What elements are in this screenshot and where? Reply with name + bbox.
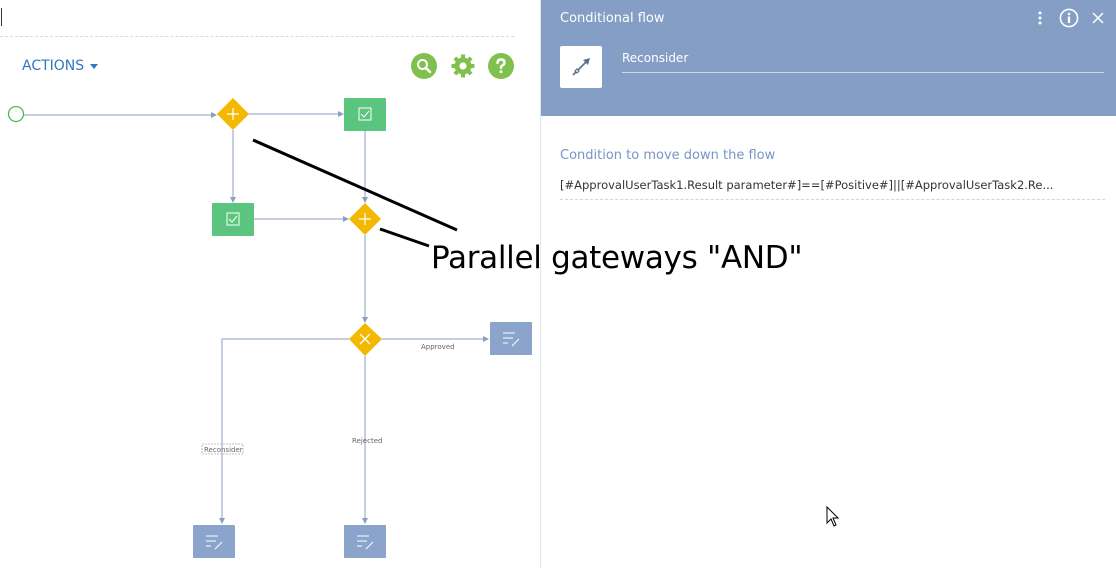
chevron-down-icon xyxy=(90,64,99,69)
annotation-text: Parallel gateways "AND" xyxy=(431,240,803,276)
flow-label-rejected: Rejected xyxy=(352,437,382,445)
process-designer-canvas[interactable]: ACTIONS xyxy=(0,0,540,568)
start-event[interactable] xyxy=(7,105,25,123)
info-icon[interactable] xyxy=(1058,8,1079,28)
text-caret xyxy=(1,8,2,26)
flow-label-approved: Approved xyxy=(421,343,455,351)
more-vertical-icon[interactable] xyxy=(1035,8,1045,28)
parallel-gateway-1[interactable] xyxy=(217,98,249,130)
help-button[interactable] xyxy=(488,53,514,79)
mouse-pointer-icon xyxy=(826,506,840,527)
connector-reconsider[interactable] xyxy=(219,338,349,524)
close-icon[interactable] xyxy=(1090,8,1106,28)
element-properties-panel: Conditional flow Reconsider Condition to… xyxy=(541,0,1116,568)
flow-label-reconsider[interactable]: Reconsider xyxy=(204,446,243,454)
element-name-field[interactable]: Reconsider xyxy=(622,51,1104,73)
selected-label-frame xyxy=(201,443,244,455)
process-diagram: Approved Reconsider Rejected xyxy=(7,98,532,558)
edit-task-reconsider[interactable] xyxy=(193,525,235,558)
panel-title: Conditional flow xyxy=(560,11,665,26)
exclusive-gateway[interactable] xyxy=(349,323,382,356)
panel-header: Conditional flow Reconsider xyxy=(541,0,1116,116)
user-task-top[interactable] xyxy=(344,98,386,131)
parallel-gateway-2[interactable] xyxy=(349,203,381,235)
edit-task-rejected[interactable] xyxy=(344,525,386,558)
condition-label: Condition to move down the flow xyxy=(560,148,776,163)
user-task-left[interactable] xyxy=(212,203,254,236)
condition-expression-field[interactable]: [#ApprovalUserTask1.Result parameter#]==… xyxy=(560,178,1105,200)
question-icon xyxy=(496,58,506,74)
gear-icon xyxy=(451,54,475,78)
search-button[interactable] xyxy=(411,53,437,79)
actions-menu-button[interactable]: ACTIONS xyxy=(22,58,99,74)
edit-task-approved[interactable] xyxy=(490,322,532,355)
conditional-flow-icon xyxy=(560,46,602,88)
panel-divider xyxy=(540,0,541,568)
magnifier-icon xyxy=(417,59,432,74)
settings-button[interactable] xyxy=(450,53,476,79)
actions-label: ACTIONS xyxy=(22,58,85,74)
process-caption-input[interactable] xyxy=(0,0,514,37)
